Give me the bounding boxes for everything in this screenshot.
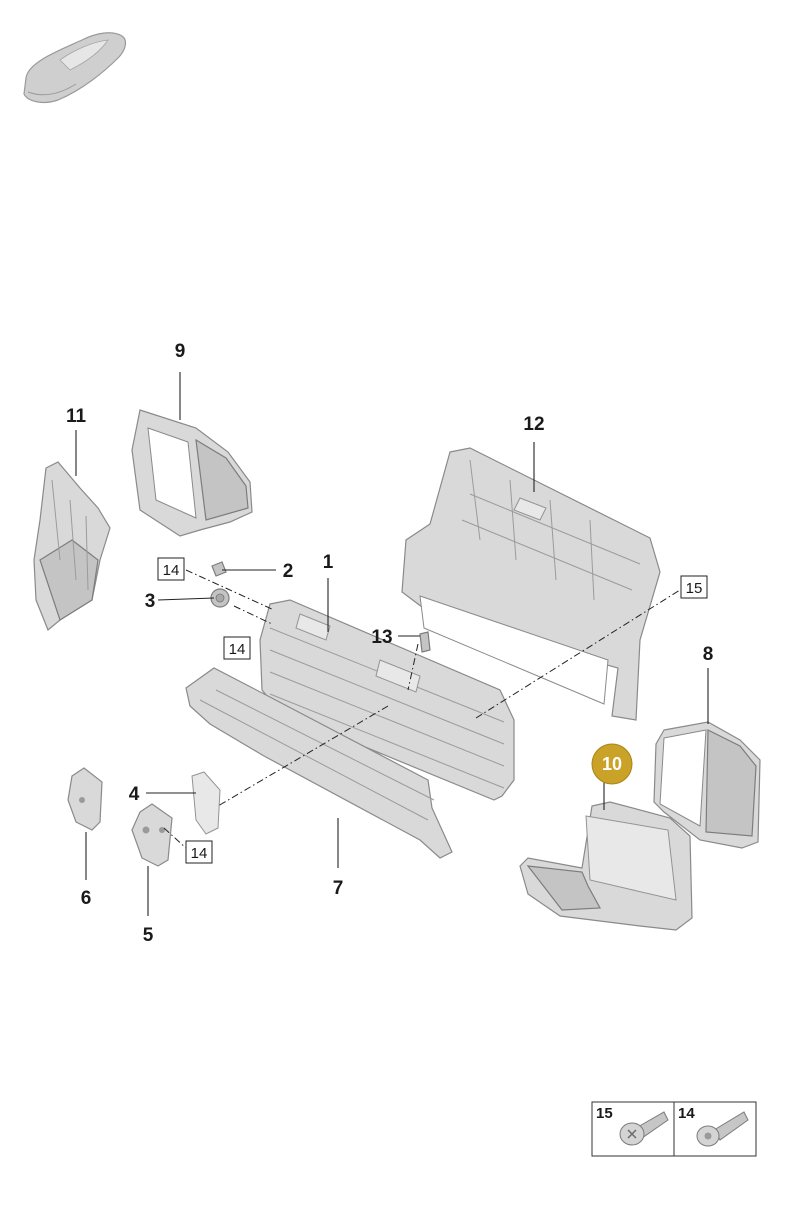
callout-9: 9 [175, 341, 186, 362]
fastener-legend: 15 14 [591, 1101, 757, 1157]
callout-5: 5 [143, 925, 154, 946]
highlighted-callout-10[interactable]: 10 [591, 743, 633, 785]
boxed-ref-14-middle: 14 [223, 636, 251, 660]
callout-1: 1 [323, 552, 334, 573]
boxed-ref-label: 15 [686, 580, 703, 597]
bolt-flange-icon [619, 1111, 669, 1146]
part-5-bracket-cover [131, 803, 173, 867]
callout-4: 4 [129, 784, 140, 805]
part-7-lower-bumper-rail [185, 667, 453, 859]
legend-label-15: 15 [596, 1105, 613, 1122]
boxed-ref-14-bottom: 14 [185, 840, 213, 864]
boxed-ref-label: 14 [229, 641, 246, 658]
boxed-ref-15: 15 [680, 575, 708, 599]
callout-12: 12 [523, 414, 544, 435]
part-1-louver-frame [259, 599, 515, 801]
callout-2: 2 [283, 561, 294, 582]
boxed-ref-label: 14 [191, 845, 208, 862]
part-12-rear-frame-panel [401, 447, 661, 721]
boxed-ref-label: 14 [163, 562, 180, 579]
part-8-right-frame-duct [653, 721, 761, 849]
callout-7: 7 [333, 878, 344, 899]
callout-11: 11 [66, 406, 87, 427]
part-9-upper-frame-duct [131, 409, 253, 537]
part-11-left-air-duct [33, 461, 111, 631]
callout-13: 13 [371, 627, 392, 648]
highlight-number: 10 [602, 754, 622, 774]
callout-3: 3 [145, 591, 156, 612]
highlight-marker[interactable] [591, 743, 633, 785]
assembly-axis-lines [163, 569, 681, 849]
part-6-bracket-cover [67, 767, 103, 831]
callout-6: 6 [81, 888, 92, 909]
bolt-torx-icon [696, 1111, 749, 1147]
car-silhouette-icon [23, 32, 127, 104]
leader-lines [75, 372, 709, 916]
legend-label-14: 14 [678, 1105, 695, 1122]
boxed-ref-14-top: 14 [157, 557, 185, 581]
part-4-bracket [191, 771, 221, 835]
part-10-air-guide [519, 801, 693, 931]
part-2-clip [211, 561, 227, 577]
callout-8: 8 [703, 644, 714, 665]
part-13-sensor [419, 631, 431, 653]
